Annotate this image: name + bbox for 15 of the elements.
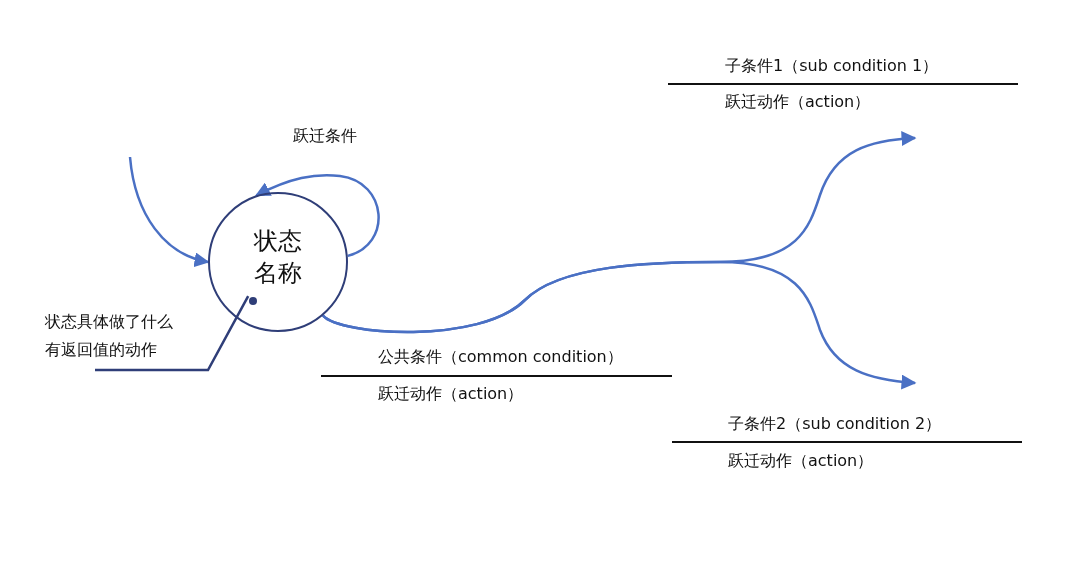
arrow <box>322 260 917 390</box>
arrow <box>128 156 210 267</box>
action-text: 跃迁动作（action） <box>725 92 871 113</box>
state-name: 状态名称 <box>253 225 303 289</box>
state-circle <box>208 192 348 332</box>
action-text: 跃迁动作（action） <box>728 451 874 472</box>
self-loop-arrow <box>255 173 380 258</box>
condition-text: 子条件2（sub condition 2） <box>728 414 942 435</box>
annotation-text: 状态具体做了什么有返回值的动作 <box>45 308 185 370</box>
condition-text: 子条件1（sub condition 1） <box>725 56 939 77</box>
action-text: 跃迁动作（action） <box>378 384 524 405</box>
edge-label: 跃迁条件 <box>293 126 357 147</box>
condition-text: 公共条件（common condition） <box>378 347 623 368</box>
anchor-dot <box>249 297 257 305</box>
leader-line <box>95 295 250 372</box>
